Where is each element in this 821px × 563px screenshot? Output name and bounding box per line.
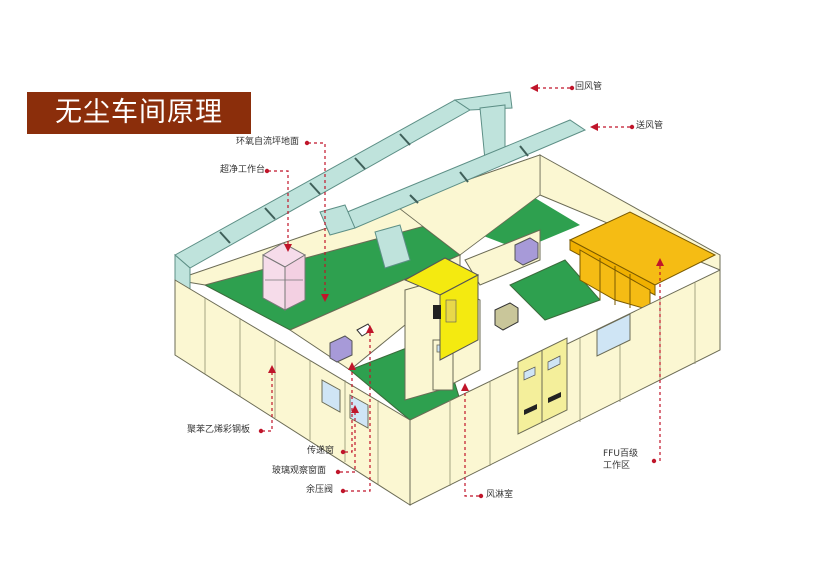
- label-pass-box: 传递窗: [307, 446, 335, 456]
- title-banner: 无尘车间原理: [27, 92, 251, 134]
- pointer-lines: [262, 87, 661, 497]
- label-epoxy-floor: 环氧自流坪地面: [236, 137, 300, 147]
- label-clean-bench: 超净工作台: [220, 165, 266, 175]
- clean-bench: [261, 242, 307, 311]
- pointer-arrowheads: [258, 84, 664, 499]
- label-air-shower: 风淋室: [486, 490, 514, 500]
- pass-box: [329, 335, 353, 363]
- label-sandwich-panel: 聚苯乙烯彩钢板: [187, 425, 251, 435]
- label-glass-window: 玻璃观察窗面: [272, 466, 327, 476]
- label-return-duct: 回风管: [575, 82, 603, 92]
- label-supply-duct: 送风管: [636, 121, 664, 131]
- label-pressure-valve: 余压阀: [306, 485, 334, 495]
- label-ffu-line1: FFU百级: [603, 449, 638, 459]
- control-box: [494, 302, 519, 331]
- air-shower: [403, 257, 480, 361]
- wall-pass-box: [514, 237, 539, 266]
- ffu-zone: [568, 211, 717, 311]
- label-ffu-line2: 工作区: [603, 461, 631, 471]
- ducts: [174, 91, 587, 291]
- main-double-door: [517, 337, 568, 435]
- front-windows: [321, 313, 631, 429]
